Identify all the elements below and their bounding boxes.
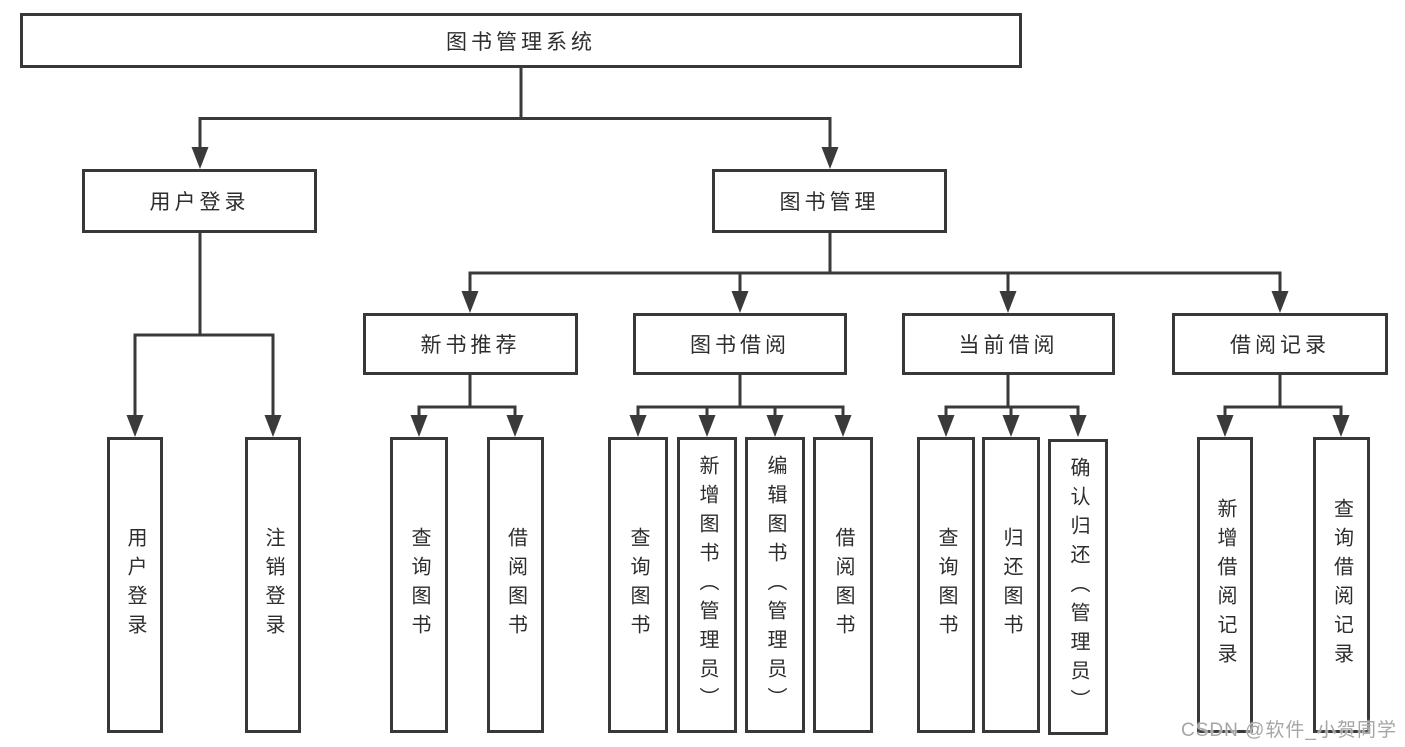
node-new-book-recommend-label: 新书推荐	[420, 334, 521, 357]
node-current-borrowing: 当前借阅	[902, 313, 1115, 375]
leaf-cb-query-books: 查询图书	[917, 437, 975, 733]
leaf-bb-query-books-label: 查询图书	[627, 527, 649, 643]
leaf-bb-edit-books-admin-label: 编辑图书（管理员）	[764, 454, 786, 716]
arrowhead	[1069, 415, 1087, 437]
leaf-bb-borrow-books-label: 借阅图书	[832, 527, 854, 643]
node-borrowing-records: 借阅记录	[1172, 313, 1388, 375]
leaf-nb-borrow-books-label: 借阅图书	[504, 527, 527, 643]
node-root: 图书管理系统	[20, 13, 1022, 68]
leaf-user-login: 用户登录	[107, 437, 163, 733]
arrowhead	[629, 415, 647, 437]
leaf-cb-confirm-return-admin-label: 确认归还（管理员）	[1067, 456, 1089, 718]
node-user-login: 用户登录	[82, 169, 317, 233]
leaf-nb-borrow-books: 借阅图书	[487, 437, 544, 733]
leaf-user-login-label: 用户登录	[124, 527, 146, 643]
arrowhead	[1002, 415, 1020, 437]
leaf-cb-return-books: 归还图书	[982, 437, 1040, 733]
arrowhead	[834, 415, 852, 437]
arrowhead	[1332, 415, 1350, 437]
arrowhead	[698, 415, 716, 437]
node-user-login-label: 用户登录	[149, 191, 250, 214]
arrowhead	[1271, 291, 1289, 313]
arrowhead	[126, 415, 144, 437]
leaf-br-query-record-label: 查询借阅记录	[1330, 498, 1353, 672]
arrowhead	[821, 147, 839, 169]
node-book-management-label: 图书管理	[779, 191, 880, 214]
leaf-nb-query-books-label: 查询图书	[408, 527, 430, 643]
node-new-book-recommend: 新书推荐	[363, 313, 578, 375]
leaf-br-query-record: 查询借阅记录	[1313, 437, 1370, 733]
arrowhead	[731, 291, 749, 313]
arrowhead	[410, 415, 428, 437]
leaf-br-add-record: 新增借阅记录	[1197, 437, 1253, 733]
leaf-br-add-record-label: 新增借阅记录	[1214, 498, 1236, 672]
arrowhead	[264, 415, 282, 437]
node-book-management: 图书管理	[712, 169, 947, 233]
arrowhead	[506, 415, 524, 437]
arrowhead	[1216, 415, 1234, 437]
leaf-bb-edit-books-admin: 编辑图书（管理员）	[745, 437, 805, 733]
leaf-nb-query-books: 查询图书	[390, 437, 448, 733]
leaf-cb-return-books-label: 归还图书	[1000, 527, 1022, 643]
arrowhead	[999, 291, 1017, 313]
leaf-logout-label: 注销登录	[262, 527, 284, 643]
leaf-bb-add-books-admin-label: 新增图书（管理员）	[696, 454, 718, 716]
arrowhead	[461, 291, 479, 313]
leaf-cb-confirm-return-admin: 确认归还（管理员）	[1048, 439, 1108, 735]
watermark: CSDN @软件_小贺同学	[1181, 720, 1397, 741]
arrowhead	[937, 415, 955, 437]
node-book-borrowing: 图书借阅	[633, 313, 847, 375]
leaf-bb-query-books: 查询图书	[608, 437, 668, 733]
node-current-borrowing-label: 当前借阅	[958, 334, 1059, 357]
node-book-borrowing-label: 图书借阅	[690, 334, 790, 357]
arrowhead	[766, 415, 784, 437]
leaf-logout: 注销登录	[245, 437, 301, 733]
leaf-bb-borrow-books: 借阅图书	[813, 437, 873, 733]
arrowhead	[191, 147, 209, 169]
leaf-cb-query-books-label: 查询图书	[935, 527, 957, 643]
node-borrowing-records-label: 借阅记录	[1230, 334, 1330, 357]
node-root-label: 图书管理系统	[446, 30, 596, 54]
leaf-bb-add-books-admin: 新增图书（管理员）	[677, 437, 737, 733]
